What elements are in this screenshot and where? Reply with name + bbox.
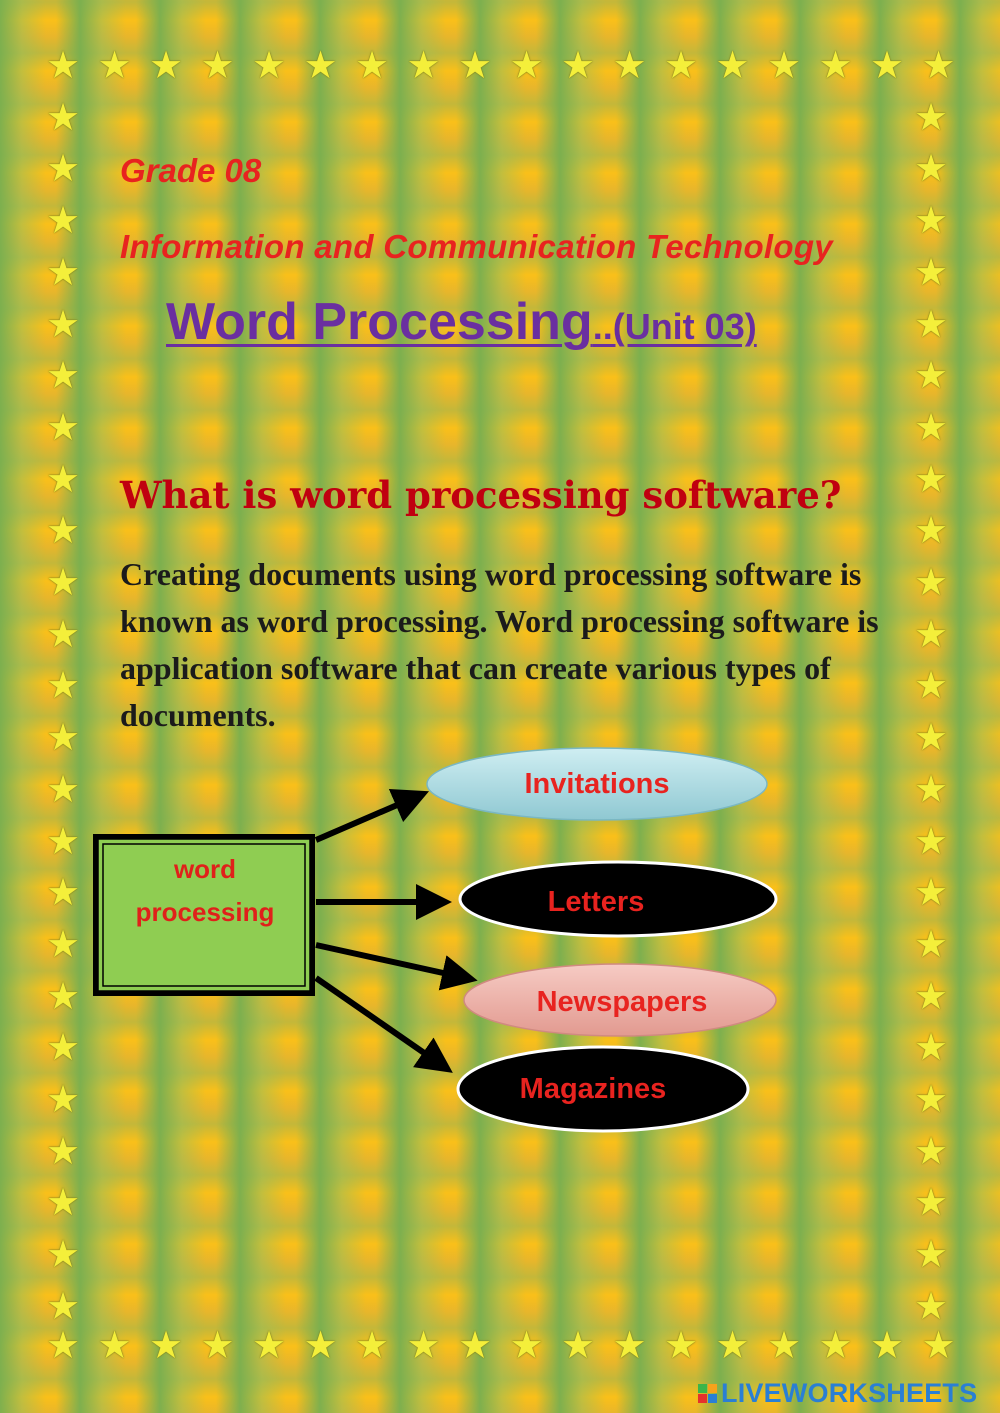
brand-name: LIVEWORKSHEETS [721,1378,978,1408]
label-invitations: Invitations [524,768,670,800]
brand-footer[interactable]: LIVEWORKSHEETS [698,1378,977,1409]
label-letters: Letters [547,886,645,918]
oval-newspapers [463,963,777,1037]
arrow-magazines [314,975,453,1073]
section-paragraph: Creating documents using word processing… [120,556,879,733]
oval-invitations [426,747,768,821]
oval-letters [458,860,778,938]
arrow-newspapers [315,942,478,991]
section-question: What is word processing software? [120,473,842,517]
label-magazines: Magazines [519,1073,667,1105]
oval-magazines [456,1045,750,1133]
grade-label: Grade 08 [120,152,262,189]
source-box-label: word processing [100,848,310,934]
title-suffix: ..(Unit 03) [592,306,757,347]
arrow-invitations [314,788,430,843]
liveworksheets-logo-icon [698,1384,717,1403]
label-newspapers: Newspapers [536,986,708,1018]
source-box [93,834,315,996]
title-main: Word Processing [166,293,593,351]
subject-label: Information and Communication Technology [120,228,833,265]
source-label-line2: processing [135,897,275,927]
source-label-line1: word [173,854,237,884]
page-title: Word Processing..(Unit 03) [166,292,757,352]
